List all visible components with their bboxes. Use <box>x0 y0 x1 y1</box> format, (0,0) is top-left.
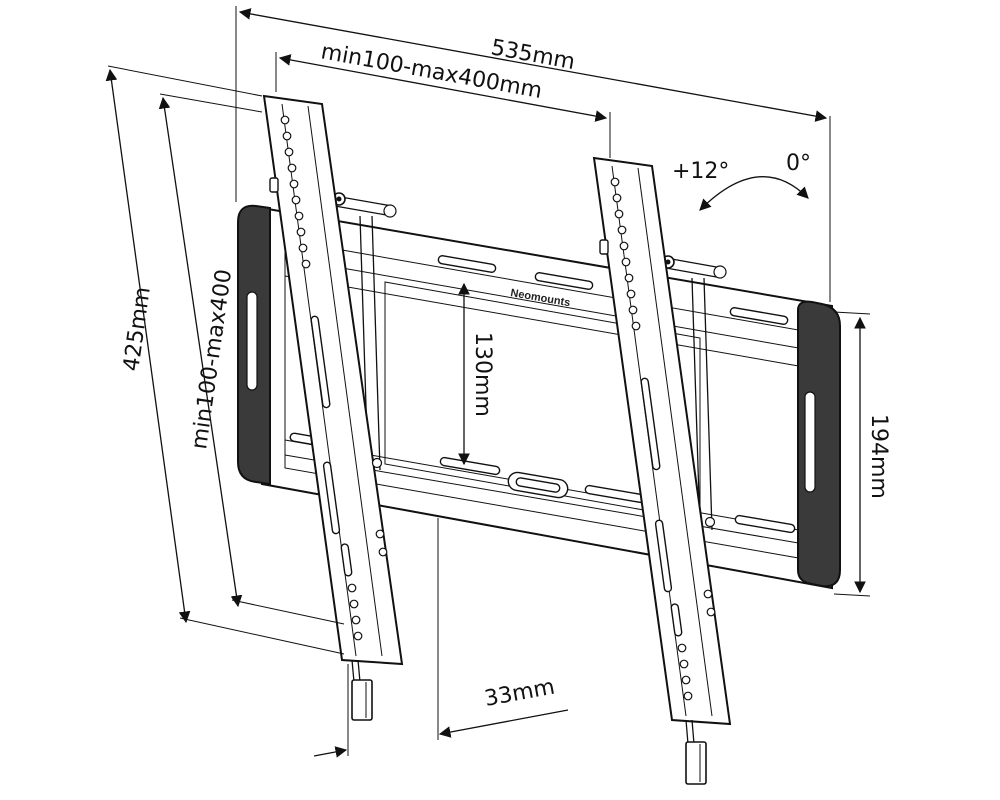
tilt-max-label: +12° <box>672 159 729 184</box>
left-safety-pin <box>351 659 373 721</box>
tilt-min-label: 0° <box>786 151 811 176</box>
dim-wall-distance-label: 33mm <box>483 675 557 712</box>
dim-plate-height: 194mm <box>833 311 891 597</box>
right-vertical-bracket <box>592 156 732 785</box>
dim-bracket-gap: 130mm <box>458 282 495 466</box>
left-vertical-bracket <box>262 94 404 721</box>
left-bracket-holes <box>280 115 388 641</box>
right-pad <box>797 300 841 588</box>
right-safety-pin <box>685 719 707 785</box>
dim-overall-width-label: 535mm <box>489 35 577 75</box>
dim-bracket-gap-label: 130mm <box>470 332 495 417</box>
dim-plate-height-label: 194mm <box>866 414 891 499</box>
right-bracket-holes <box>610 177 716 701</box>
dim-vesa-vertical-label: min100-max400 <box>187 268 237 451</box>
left-pad <box>237 204 271 486</box>
tilt-indicator: +12° 0° <box>672 151 811 211</box>
